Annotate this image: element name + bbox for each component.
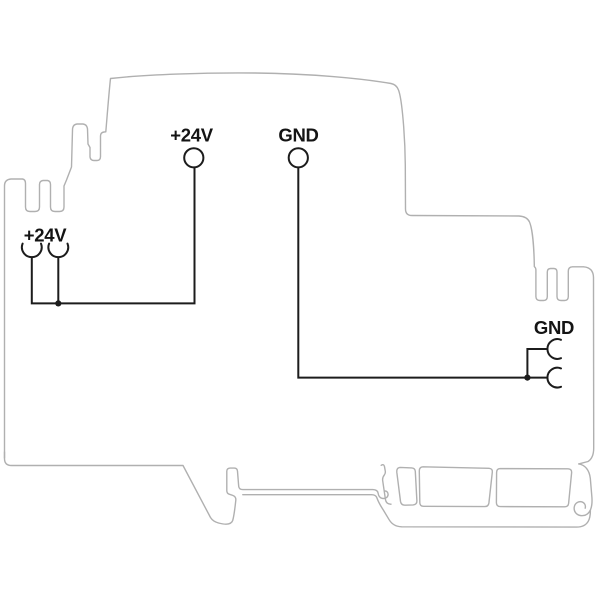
- labels: +24V GND +24V GND: [24, 125, 575, 339]
- junction-dot-gnd: [524, 374, 531, 381]
- terminal-arc-gnd-2: [546, 366, 562, 389]
- label-gnd-top: GND: [278, 125, 318, 146]
- rail-bottom-bar-outline: [242, 494, 592, 528]
- device-body-outline: [3, 72, 595, 465]
- label-24v-top: +24V: [170, 125, 213, 146]
- terminal-arc-gnd-1: [546, 338, 562, 360]
- terminal-circle-gnd: [287, 147, 309, 169]
- wiring: [20, 147, 562, 389]
- terminal-arc-24v-1: [20, 242, 43, 259]
- junction-dot-24v: [55, 300, 62, 307]
- din-clamp-outline: [3, 451, 389, 525]
- terminal-arc-24v-2: [47, 242, 70, 259]
- rail-end-cap-outline: [573, 463, 593, 517]
- rail-blade-outline: [380, 463, 392, 505]
- rail-panel-a-outline: [418, 466, 494, 508]
- label-24v-left: +24V: [24, 225, 67, 246]
- wire-24v: [30, 167, 196, 305]
- terminal-circle-24v: [183, 147, 205, 169]
- wire-gnd: [297, 167, 548, 379]
- label-gnd-right: GND: [534, 317, 574, 338]
- rail-slat-outline: [396, 466, 418, 506]
- rail-panel-b-outline: [495, 467, 573, 508]
- terminal-block-outline: [3, 72, 595, 528]
- wire-gnd-branch: [526, 348, 548, 378]
